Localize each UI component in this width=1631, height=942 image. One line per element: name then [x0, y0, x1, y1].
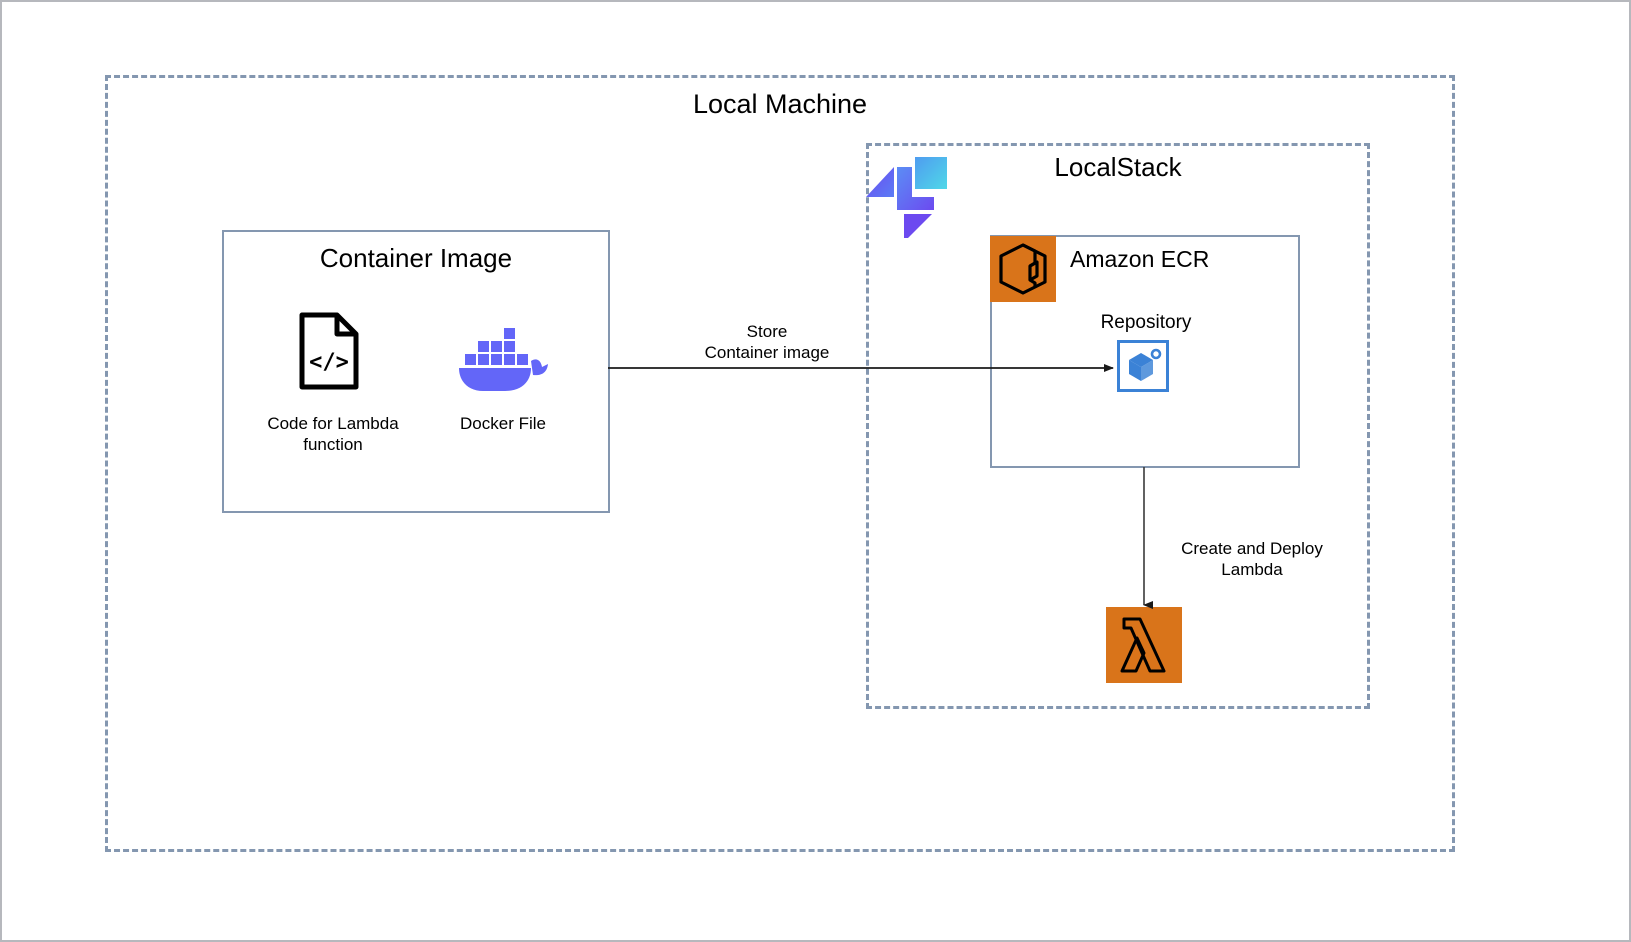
code-file-icon: </> [299, 312, 359, 390]
localstack-logo-icon [864, 150, 952, 242]
svg-text:</>: </> [309, 350, 349, 375]
ecr-repository-icon [1117, 340, 1169, 392]
store-arrow-label: Store Container image [704, 322, 830, 362]
local-machine-boundary [105, 75, 1455, 852]
localstack-boundary [866, 143, 1370, 709]
deploy-arrow [1143, 467, 1153, 609]
aws-lambda-icon [1106, 607, 1182, 683]
container-image-box [222, 230, 610, 513]
docker-file-label: Docker File [460, 414, 546, 433]
code-file-label: Code for Lambda function [267, 414, 399, 454]
docker-whale-icon [457, 327, 549, 393]
amazon-ecr-icon [990, 236, 1056, 302]
deploy-arrow-label: Create and Deploy Lambda [1181, 539, 1323, 579]
store-arrow [608, 364, 1114, 372]
container-image-title: Container Image [319, 243, 513, 273]
local-machine-title: Local Machine [692, 89, 868, 119]
amazon-ecr-title: Amazon ECR [1070, 246, 1210, 272]
repository-label: Repository [1100, 312, 1192, 333]
localstack-title: LocalStack [1054, 152, 1182, 182]
